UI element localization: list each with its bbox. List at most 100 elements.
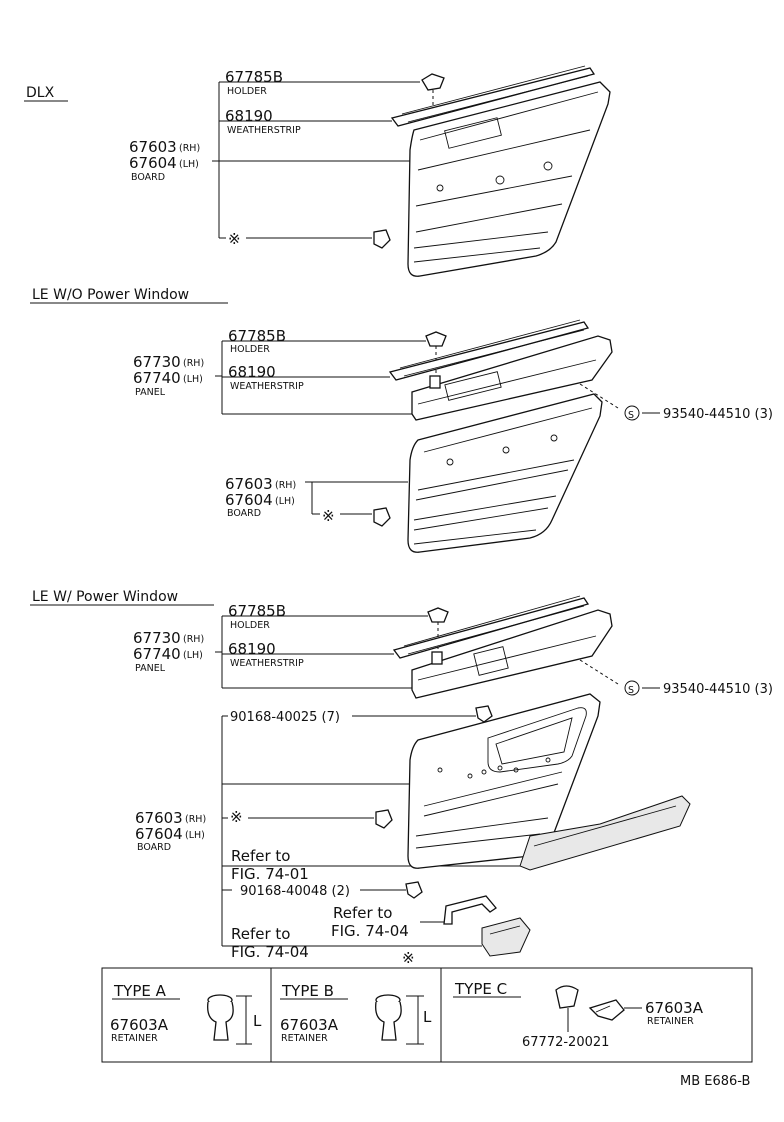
le-wo-board-suffix-lh: (LH) <box>275 496 295 507</box>
le-w-board-pn-lh: 67604 <box>135 825 183 843</box>
le-wo-board-pn-rh: 67603 <box>225 475 273 493</box>
section-title-le-w: LE W/ Power Window <box>32 589 178 605</box>
le-w-holder-label: HOLDER <box>230 620 270 631</box>
type-c-retainer-icon <box>588 999 625 1021</box>
le-w-board-label: BOARD <box>137 842 171 853</box>
type-a-retainer-icon <box>207 994 234 1041</box>
le-w-board-pn-rh: 67603 <box>135 809 183 827</box>
le-w-refer2-line2: FIG. 74-04 <box>331 922 409 940</box>
le-wo-panel-pn-rh: 67730 <box>133 353 181 371</box>
le-w-refer3-line2: FIG. 74-04 <box>231 943 309 961</box>
le-w-bracket-icon <box>443 895 497 925</box>
figure-code: MB E686-B <box>680 1074 750 1089</box>
le-w-bolt1-pn: 90168-40025 (7) <box>230 710 340 725</box>
le-w-bolt2-icon <box>405 881 423 899</box>
dlx-door-board-icon <box>407 81 611 277</box>
type-table: TYPE A 67603A RETAINER L TYPE B 67603A R… <box>101 967 753 1063</box>
section-title-dlx: DLX <box>26 85 55 101</box>
le-w-bottom-asterisk-icon: ※ <box>402 949 415 967</box>
le-w-refer2-line1: Refer to <box>333 904 392 922</box>
type-c-cell: TYPE C 67772-20021 67603A RETAINER <box>453 980 704 1050</box>
le-w-screw-symbol-icon <box>624 680 640 696</box>
type-a-pn: 67603A <box>110 1016 169 1034</box>
le-wo-board-suffix-rh: (RH) <box>275 480 296 491</box>
le-w-bolt2-pn: 90168-40048 (2) <box>240 884 350 899</box>
le-wo-panel-suffix-rh: (RH) <box>183 358 204 369</box>
le-wo-weatherstrip-pn: 68190 <box>228 363 276 381</box>
type-c-title: TYPE C <box>454 980 507 998</box>
type-c-cap-pn: 67772-20021 <box>522 1035 609 1050</box>
le-w-lower-trim-icon <box>519 795 691 871</box>
dlx-clip-icon <box>373 229 391 249</box>
le-w-refer3-line1: Refer to <box>231 925 290 943</box>
dlx-board-pn-rh: 67603 <box>129 138 177 156</box>
le-w-refer1-line2: FIG. 74-01 <box>231 865 309 883</box>
le-wo-screw-pn: 93540-44510 (3) <box>663 407 773 422</box>
dlx-weatherstrip-icon <box>390 65 596 127</box>
le-wo-panel-suffix-lh: (LH) <box>183 374 203 385</box>
le-w-cup-icon <box>481 917 531 957</box>
type-c-cap-icon <box>555 985 579 1009</box>
dlx-holder-pn: 67785B <box>225 68 283 86</box>
type-b-retainer-icon <box>375 994 402 1041</box>
le-w-panel-label: PANEL <box>135 663 166 674</box>
le-w-weatherstrip-label: WEATHERSTRIP <box>230 658 304 669</box>
le-w-upper-panel-icon <box>411 609 619 699</box>
le-w-refer1-line1: Refer to <box>231 847 290 865</box>
type-c-label: RETAINER <box>647 1016 694 1027</box>
section-title-le-wo: LE W/O Power Window <box>32 287 189 303</box>
le-w-panel-suffix-rh: (RH) <box>183 634 204 645</box>
le-w-clip-icon <box>375 809 393 829</box>
type-b-title: TYPE B <box>281 982 334 1000</box>
dlx-board-suffix-rh: (RH) <box>179 143 200 154</box>
le-w-screw-symbol: S <box>628 685 634 696</box>
le-w-asterisk-icon: ※ <box>230 808 243 826</box>
le-w-weatherstrip-icon <box>392 595 590 659</box>
le-wo-panel-pn-lh: 67740 <box>133 369 181 387</box>
le-wo-weatherstrip-label: WEATHERSTRIP <box>230 381 304 392</box>
dlx-holder-label: HOLDER <box>227 86 267 97</box>
type-b-pn: 67603A <box>280 1016 339 1034</box>
type-a-cell: TYPE A 67603A RETAINER L <box>110 982 262 1045</box>
le-wo-asterisk-icon: ※ <box>322 507 335 525</box>
le-w-bolt1-icon <box>475 705 493 723</box>
dlx-asterisk-icon: ※ <box>228 230 241 248</box>
le-w-panel-pn-lh: 67740 <box>133 645 181 663</box>
section-le-w-power-window: LE W/ Power Window 67785B HOLDER 67730 (… <box>30 589 773 967</box>
le-wo-screw-symbol-icon <box>624 405 640 421</box>
type-b-dim: L <box>423 1008 432 1026</box>
le-w-weatherstrip-pn: 68190 <box>228 640 276 658</box>
dlx-weatherstrip-label: WEATHERSTRIP <box>227 125 301 136</box>
le-wo-board-label: BOARD <box>227 508 261 519</box>
le-wo-upper-panel-icon <box>411 335 619 421</box>
le-wo-holder-label: HOLDER <box>230 344 270 355</box>
type-a-title: TYPE A <box>113 982 167 1000</box>
dlx-board-pn-lh: 67604 <box>129 154 177 172</box>
le-wo-holder-pn: 67785B <box>228 327 286 345</box>
le-w-holder-pn: 67785B <box>228 602 286 620</box>
le-wo-panel-label: PANEL <box>135 387 166 398</box>
le-w-door-board-icon <box>407 693 601 869</box>
le-wo-door-board-icon <box>407 393 603 553</box>
type-b-label: RETAINER <box>281 1033 328 1044</box>
le-wo-board-pn-lh: 67604 <box>225 491 273 509</box>
type-b-cell: TYPE B 67603A RETAINER L <box>280 982 432 1045</box>
le-w-board-suffix-rh: (RH) <box>185 814 206 825</box>
le-w-panel-suffix-lh: (LH) <box>183 650 203 661</box>
dlx-weatherstrip-pn: 68190 <box>225 107 273 125</box>
le-wo-weatherstrip-icon <box>388 319 590 381</box>
type-a-dim: L <box>253 1012 262 1030</box>
le-w-screw-pn: 93540-44510 (3) <box>663 682 773 697</box>
dlx-holder-clip-icon <box>421 73 445 118</box>
le-w-panel-pn-rh: 67730 <box>133 629 181 647</box>
type-a-label: RETAINER <box>111 1033 158 1044</box>
dlx-board-label: BOARD <box>131 172 165 183</box>
section-dlx: DLX 67785B HOLDER 68190 WEATHERSTRIP 676… <box>24 65 611 277</box>
le-wo-screw-symbol: S <box>628 410 634 421</box>
section-le-wo-power-window: LE W/O Power Window 67785B HOLDER 67730 … <box>30 287 773 553</box>
type-c-pn: 67603A <box>645 999 704 1017</box>
le-w-board-suffix-lh: (LH) <box>185 830 205 841</box>
le-wo-clip-icon <box>373 507 391 527</box>
dlx-board-suffix-lh: (LH) <box>179 159 199 170</box>
